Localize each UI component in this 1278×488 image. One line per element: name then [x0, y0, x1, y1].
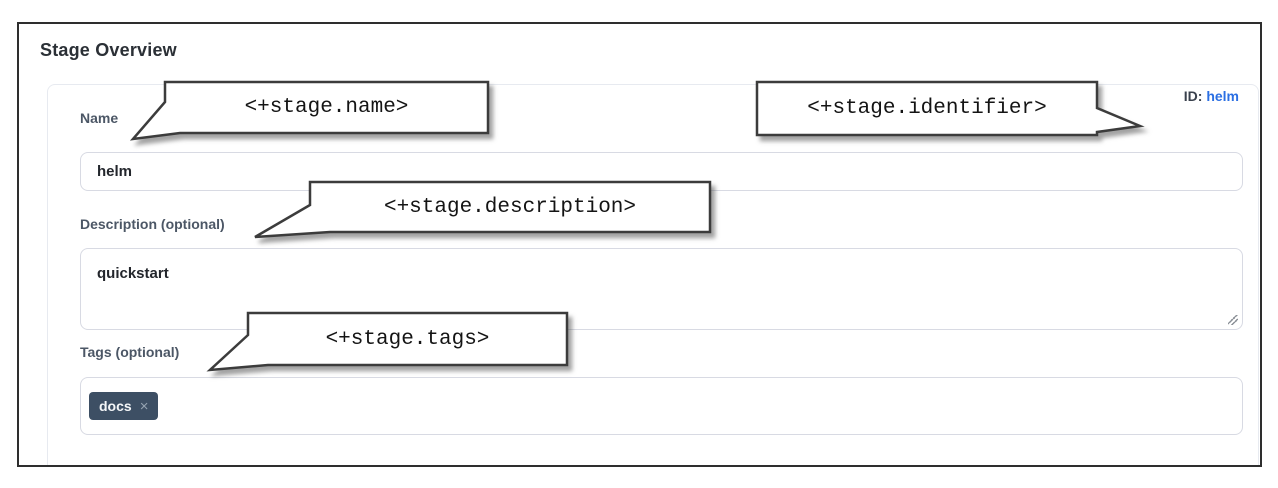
tag-chip: docs ×: [89, 392, 159, 420]
callout-stage-name: <+stage.name>: [125, 78, 492, 148]
callout-bubble-shape: [129, 80, 490, 141]
callout-bubble-shape: [755, 80, 1145, 137]
stage-id: ID: helm: [1184, 88, 1239, 104]
textarea-resize-handle[interactable]: [1228, 315, 1238, 325]
page-title: Stage Overview: [40, 40, 177, 60]
callout-stage-identifier: <+stage.identifier>: [753, 78, 1148, 148]
callout-stage-tags-text: <+stage.tags>: [325, 327, 490, 351]
callout-bubble-shape: [206, 311, 569, 372]
callout-stage-description-text: <+stage.description>: [383, 195, 637, 219]
description-label: Description (optional): [80, 216, 225, 232]
tags-label: Tags (optional): [80, 344, 180, 360]
callout-stage-tags: <+stage.tags>: [200, 307, 573, 378]
id-value[interactable]: helm: [1206, 88, 1239, 104]
callout-stage-name-text: <+stage.name>: [244, 96, 409, 119]
tag-chip-label: docs: [99, 398, 132, 414]
tag-remove-icon[interactable]: ×: [139, 397, 149, 415]
callout-stage-identifier-text: <+stage.identifier>: [807, 97, 1047, 120]
id-label: ID:: [1183, 88, 1203, 104]
tags-input[interactable]: docs ×: [80, 377, 1243, 435]
name-label: Name: [80, 110, 119, 126]
callout-stage-description: <+stage.description>: [248, 176, 716, 246]
callout-bubble-shape: [254, 180, 712, 239]
